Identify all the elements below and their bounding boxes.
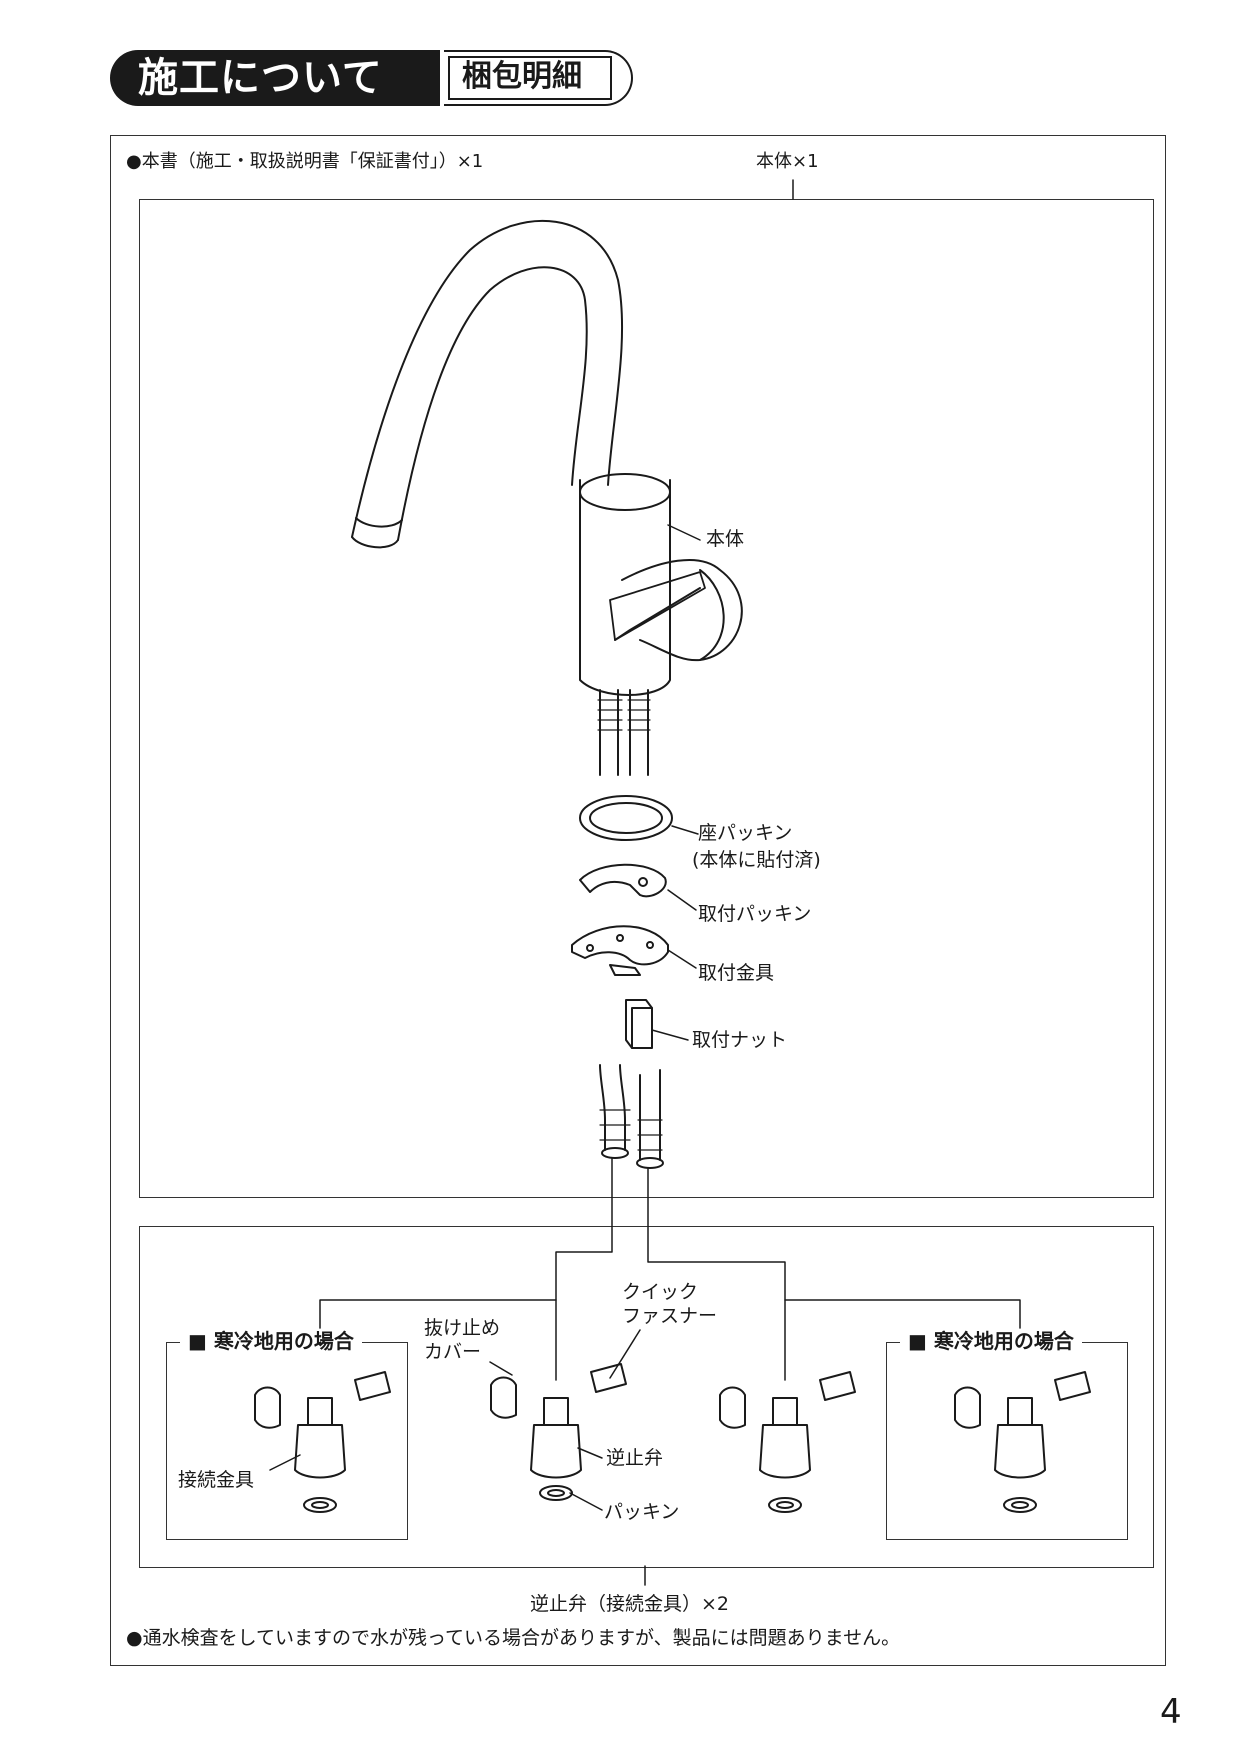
seat-packing-ring xyxy=(579,795,699,841)
supply-hoses xyxy=(597,689,651,776)
sub-title-inner xyxy=(448,56,612,100)
mount-packing xyxy=(579,863,697,911)
lever-handle xyxy=(609,559,743,662)
package-frame xyxy=(110,135,1166,1666)
check-valve-assembly-1 xyxy=(254,1371,391,1513)
manual-note: ●本書（施工・取扱説明書「保証書付」）×1 xyxy=(126,151,484,172)
main-unit-box xyxy=(139,199,1154,1198)
sub-title-box xyxy=(444,50,633,106)
cold-region-title-right: ■ 寒冷地用の場合 xyxy=(900,1328,1082,1354)
connection-lines xyxy=(319,1157,1021,1586)
section-title-tab xyxy=(110,50,440,106)
check-valve-box xyxy=(139,1226,1154,1568)
label-retainer-cover-2: カバー xyxy=(424,1341,482,1363)
check-valve-leaders xyxy=(269,1329,641,1511)
sub-title: 梱包明細 xyxy=(462,59,582,94)
check-valve-label: 逆止弁（接続金具）×2 xyxy=(530,1593,730,1615)
cold-region-title-left: ■ 寒冷地用の場合 xyxy=(180,1328,362,1354)
check-valve-assembly-3 xyxy=(719,1371,856,1513)
label-mount-nut: 取付ナット xyxy=(692,1029,788,1051)
main-unit-label: 本体×1 xyxy=(756,151,819,172)
label-seat-packing: 座パッキン xyxy=(698,822,793,844)
label-check-valve: 逆止弁 xyxy=(606,1447,664,1469)
label-seat-packing-note: (本体に貼付済) xyxy=(692,849,821,871)
water-check-note: ●通水検査をしていますので水が残っている場合がありますが、製品には問題ありません… xyxy=(126,1627,901,1649)
section-title: 施工について xyxy=(138,55,383,101)
spout xyxy=(351,219,624,549)
label-connector: 接続金具 xyxy=(178,1469,255,1491)
section-header: 施工について 梱包明細 xyxy=(110,50,635,106)
faucet-body xyxy=(579,473,701,696)
label-mount-packing: 取付パッキン xyxy=(698,903,812,925)
label-quick-fastener-1: クイック xyxy=(622,1281,699,1303)
label-quick-fastener-2: ファスナー xyxy=(622,1305,718,1327)
mount-bracket xyxy=(571,925,697,976)
label-body: 本体 xyxy=(706,528,745,550)
hose-ends xyxy=(599,1064,664,1169)
mount-nut xyxy=(625,999,689,1049)
label-retainer-cover-1: 抜け止め xyxy=(424,1317,501,1339)
label-mount-bracket: 取付金具 xyxy=(698,962,775,984)
label-packing: パッキン xyxy=(604,1501,680,1523)
page-number: 4 xyxy=(1160,1692,1182,1732)
check-valve-assembly-2 xyxy=(490,1363,627,1501)
check-valve-assembly-4 xyxy=(954,1371,1091,1513)
